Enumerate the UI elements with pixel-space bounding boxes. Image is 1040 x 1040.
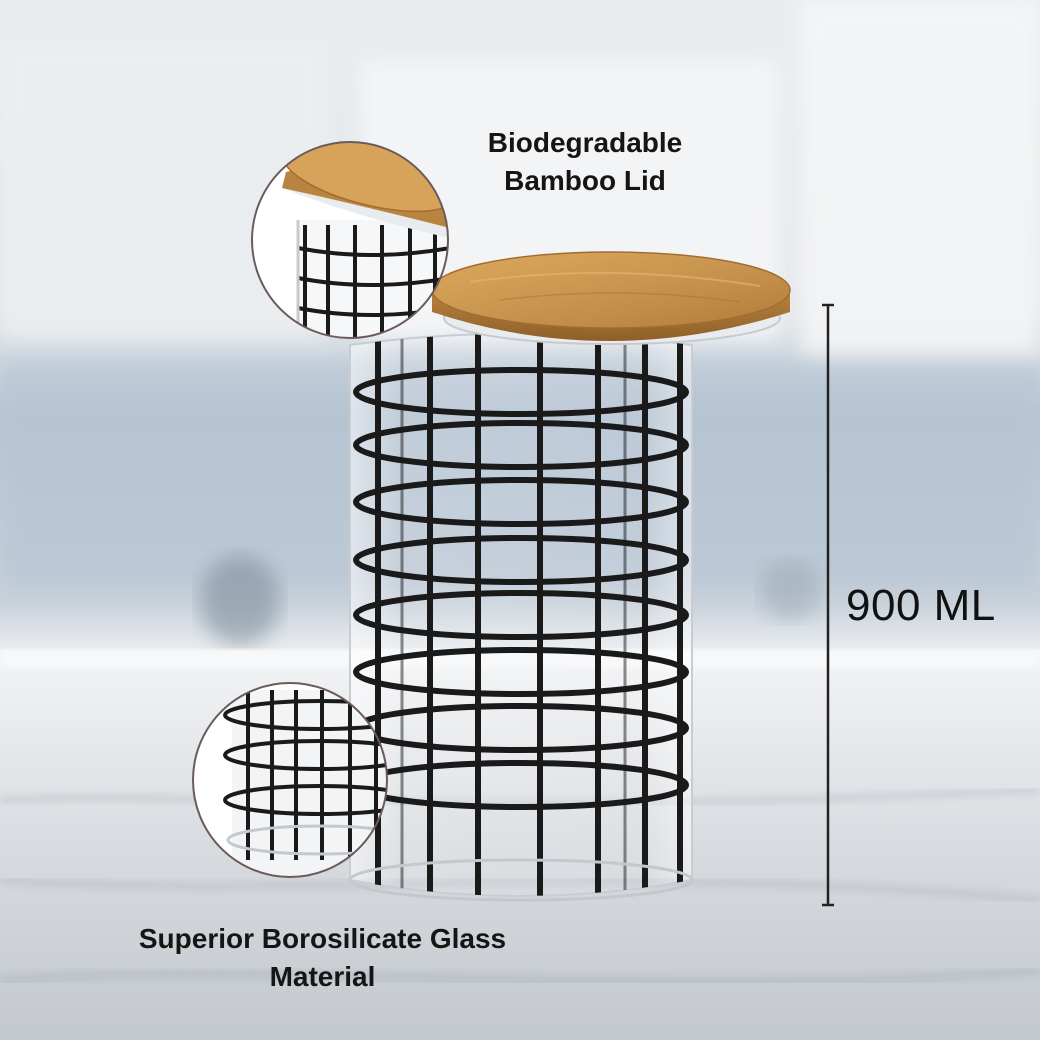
glass-feature-label: Superior Borosilicate Glass Material — [95, 920, 550, 996]
glass-label-line2: Material — [269, 961, 376, 992]
lid-label-line1: Biodegradable — [487, 127, 683, 158]
lid-feature-label: Biodegradable Bamboo Lid — [440, 124, 730, 200]
capacity-label: 900 ML — [846, 581, 996, 630]
lid-label-line2: Bamboo Lid — [504, 165, 666, 196]
glass-label-line1: Superior Borosilicate Glass — [138, 923, 507, 954]
